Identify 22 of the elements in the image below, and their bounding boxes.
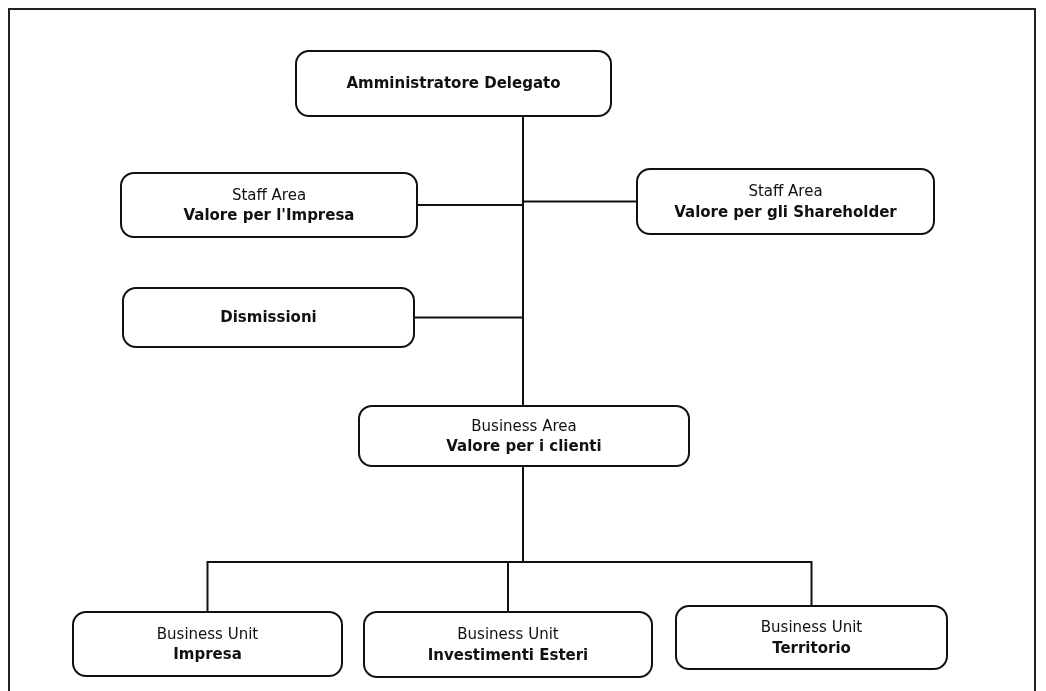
unit-name: Impresa	[173, 644, 242, 665]
org-box	[295, 50, 612, 117]
unit-type: Business Unit	[760, 617, 863, 638]
org-box	[363, 611, 653, 678]
unit-name: Territorio	[772, 637, 851, 658]
unit-name: Valore per i clienti	[446, 436, 602, 457]
unit-type: Staff Area	[748, 181, 823, 202]
unit-type: Business Unit	[156, 623, 259, 644]
org-box	[675, 605, 948, 670]
org-box	[72, 611, 343, 677]
unit-type: Staff Area	[231, 184, 307, 205]
unit-name: Valore per l'Impresa	[183, 205, 355, 226]
org-box	[358, 405, 690, 467]
unit-name: Dismissioni	[220, 307, 317, 328]
unit-type: Business Area	[471, 415, 577, 436]
org-box	[122, 287, 415, 348]
unit-type: Business Unit	[457, 624, 559, 645]
org-box	[636, 168, 935, 235]
unit-name: Valore per gli Shareholder	[674, 201, 897, 222]
unit-name: Investimenti Esteri	[427, 644, 589, 665]
unit-name: Amministratore Delegato	[346, 73, 561, 94]
org-box	[120, 172, 418, 238]
